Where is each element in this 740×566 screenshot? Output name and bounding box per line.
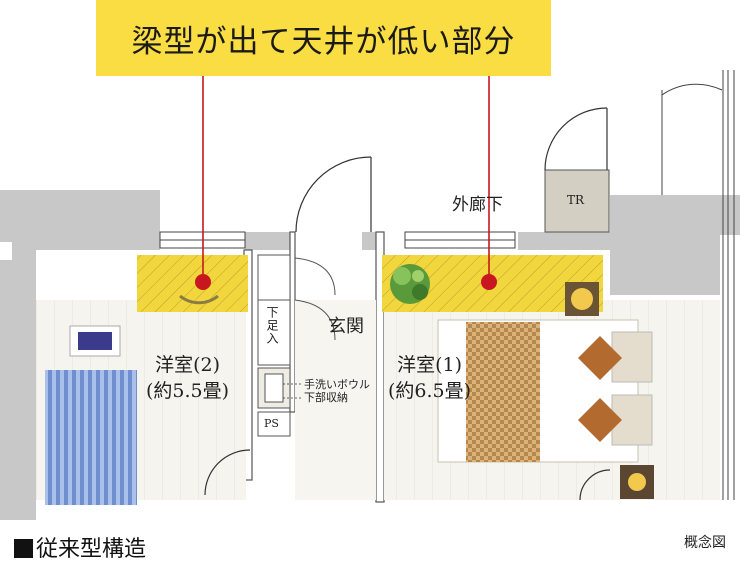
walls [0, 70, 740, 520]
entry-door [295, 156, 372, 233]
room1-name: 洋室(1) [397, 354, 462, 376]
concept-note: 概念図 [684, 535, 726, 551]
bowl-pointers [283, 383, 303, 399]
corridor-label: 外廊下 [452, 195, 503, 215]
gate [661, 83, 723, 195]
callout-text: 梁型が出て天井が低い部分 [131, 23, 516, 60]
caption-square-icon [14, 539, 33, 558]
bowl-unit [257, 367, 291, 409]
entrance-floor [295, 300, 376, 500]
bowl-label-line1: 手洗いボウル [304, 378, 370, 391]
room2-label: 洋室(2) (約5.5畳) [146, 352, 229, 404]
bowl-label: 手洗いボウル 下部収納 [304, 378, 370, 404]
tr-label: TR [567, 193, 585, 207]
entrance-label: 玄関 [328, 316, 364, 337]
lamp-icon [565, 282, 599, 316]
room1-size: (約6.5畳) [388, 380, 472, 402]
shoe-cabinet-label: 下足入 [265, 306, 279, 345]
caption-text: 従来型構造 [36, 537, 147, 562]
shoe-cabinet [257, 254, 336, 366]
plant-icon [390, 264, 430, 304]
tr-box [544, 169, 610, 233]
marker-dot-right [481, 274, 497, 290]
callout-banner: 梁型が出て天井が低い部分 [96, 0, 551, 76]
room2-size: (約5.5畳) [146, 380, 230, 402]
marker-dot-left [195, 274, 211, 290]
room2-name: 洋室(2) [155, 354, 220, 376]
floor-plan [0, 70, 740, 520]
tr-door [544, 107, 608, 171]
bed-room2 [45, 325, 137, 505]
bed-room1 [437, 319, 654, 499]
bowl-label-line2: 下部収納 [304, 391, 348, 404]
windows [159, 231, 516, 249]
ps-box [257, 411, 291, 437]
ps-label: PS [264, 417, 279, 430]
caption: 従来型構造 [14, 531, 146, 563]
interior-doors [204, 449, 611, 501]
callout-leaders [195, 76, 497, 290]
room1-label: 洋室(1) (約6.5畳) [388, 352, 471, 404]
